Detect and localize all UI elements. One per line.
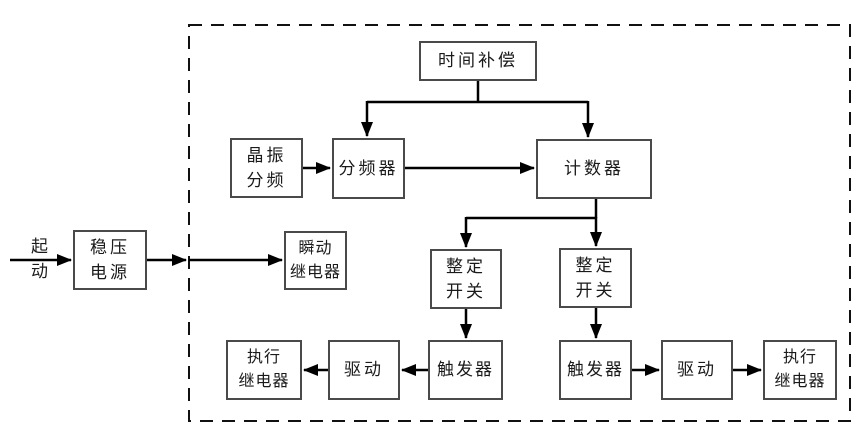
block-trigger-left: 触发器	[428, 340, 503, 400]
block-instantaneous-relay: 瞬动 继电器	[284, 231, 347, 290]
block-executive-relay-left: 执行 继电器	[226, 340, 302, 400]
block-executive-relay-right: 执行 继电器	[763, 340, 837, 400]
block-frequency-divider: 分频器	[332, 138, 405, 199]
start-label: 起 动	[31, 237, 49, 281]
block-crystal-divider: 晶振 分频	[230, 138, 303, 198]
block-regulated-power-supply: 稳压 电源	[73, 230, 147, 290]
block-setting-switch-right: 整定 开关	[559, 248, 632, 308]
block-trigger-right: 触发器	[559, 340, 632, 400]
dashed-boundary	[188, 24, 851, 422]
block-driver-left: 驱动	[328, 340, 400, 400]
block-counter: 计数器	[536, 139, 652, 199]
block-time-compensation: 时间补偿	[419, 41, 537, 81]
block-driver-right: 驱动	[661, 340, 733, 400]
block-setting-switch-left: 整定 开关	[430, 249, 502, 309]
